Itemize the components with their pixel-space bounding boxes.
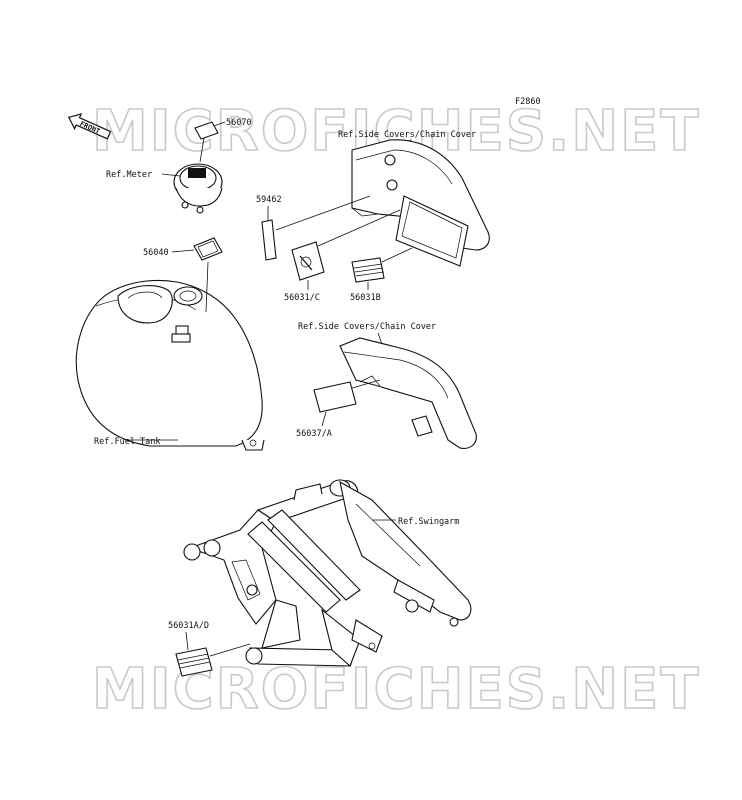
label-56031c-icon [291, 241, 325, 281]
label-56031ad-icon [175, 647, 213, 677]
label-ref-fuel-tank: Ref.Fuel Tank [94, 437, 161, 447]
label-ref-side-covers-1: Ref.Side Covers/Chain Cover [338, 130, 476, 140]
label-ref-meter: Ref.Meter [106, 170, 152, 180]
side-cover-lower-icon [339, 337, 477, 449]
label-56037a-icon [313, 381, 357, 413]
swingarm-icon [183, 479, 472, 667]
label-56031c: 56031/C [284, 293, 320, 303]
label-56037a: 56037/A [296, 429, 332, 439]
side-cover-upper-icon [351, 139, 490, 267]
label-56031b-icon [351, 257, 385, 283]
label-56070: 56070 [226, 118, 252, 128]
label-56031ad: 56031A/D [168, 621, 209, 631]
label-59462: 59462 [256, 195, 282, 205]
watermark-top: MICROFICHES.NET [92, 99, 701, 164]
label-56040: 56040 [143, 248, 169, 258]
diagram-id: F2860 [515, 97, 541, 107]
label-56040-icon [193, 237, 223, 261]
meter-icon [173, 163, 223, 214]
label-ref-side-covers-2: Ref.Side Covers/Chain Cover [298, 322, 436, 332]
label-56070-icon [194, 121, 219, 140]
label-56031b: 56031B [350, 293, 381, 303]
label-ref-swingarm: Ref.Swingarm [398, 517, 459, 527]
fuel-tank-icon [75, 279, 265, 451]
label-59462-icon [261, 219, 277, 261]
